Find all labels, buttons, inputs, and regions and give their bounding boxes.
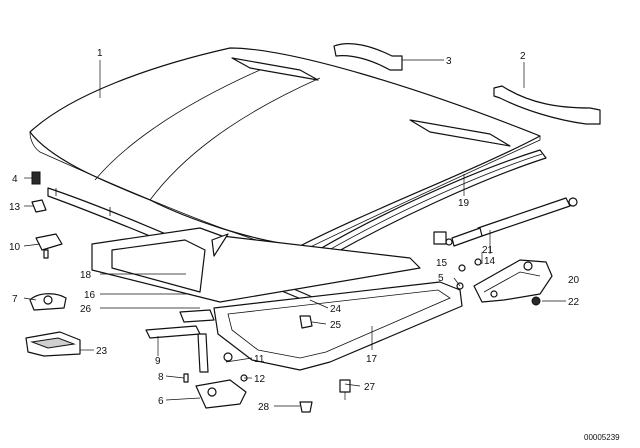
spring-clip-4 [31,171,41,185]
callout-20: 20 [568,275,580,286]
hood-front-frame [47,187,421,307]
hood-catch-9 [145,309,215,373]
callout-labels: 1 2 3 4 5 6 7 8 9 10 11 12 13 14 15 16 1… [9,48,620,442]
lock-plate-6 [195,379,247,409]
callout-11: 11 [254,354,265,365]
callout-17: 17 [366,354,378,365]
callout-16: 16 [84,290,96,301]
screw-28 [299,401,313,413]
hood-inner-panel [213,281,463,371]
callout-14: 14 [484,256,496,267]
cap-13 [31,199,47,213]
callout-19: 19 [458,198,470,209]
callout-22: 22 [568,297,580,308]
document-id: 00005239 [584,433,620,442]
callout-23: 23 [96,346,108,357]
pin-8 [183,373,189,383]
leader-lines [23,59,566,407]
callout-6: 6 [158,396,164,407]
nut-11 [223,352,233,362]
callout-26: 26 [80,304,92,315]
nut-22 [531,296,541,306]
callout-7: 7 [12,294,18,305]
callout-13: 13 [9,202,21,213]
callout-12: 12 [254,374,266,385]
callout-27: 27 [364,382,376,393]
callout-8: 8 [158,372,164,383]
support-bracket-3 [333,43,403,71]
bump-stop-25 [299,315,313,329]
bracket-10 [35,233,63,259]
callout-1: 1 [97,48,103,59]
bump-stop-27 [339,379,351,393]
hood-seal-strip [317,149,547,259]
hood-hinge [473,259,553,303]
callout-3: 3 [446,56,452,67]
bolt-21 [474,258,482,266]
callout-10: 10 [9,242,21,253]
callout-5: 5 [438,273,444,284]
callout-4: 4 [12,174,18,185]
gas-strut [445,197,578,247]
callout-25: 25 [330,320,342,331]
release-handle-23 [25,331,81,357]
callout-15: 15 [436,258,448,269]
support-bracket-2 [493,85,601,125]
lock-7 [29,293,67,311]
washer-15 [458,264,466,272]
callout-9: 9 [155,356,161,367]
callout-2: 2 [520,51,526,62]
hood-panel [29,47,541,253]
callout-24: 24 [330,304,342,315]
callout-28: 28 [258,402,270,413]
clip-bracket [433,231,447,245]
callout-21: 21 [482,245,494,256]
callout-18: 18 [80,270,92,281]
